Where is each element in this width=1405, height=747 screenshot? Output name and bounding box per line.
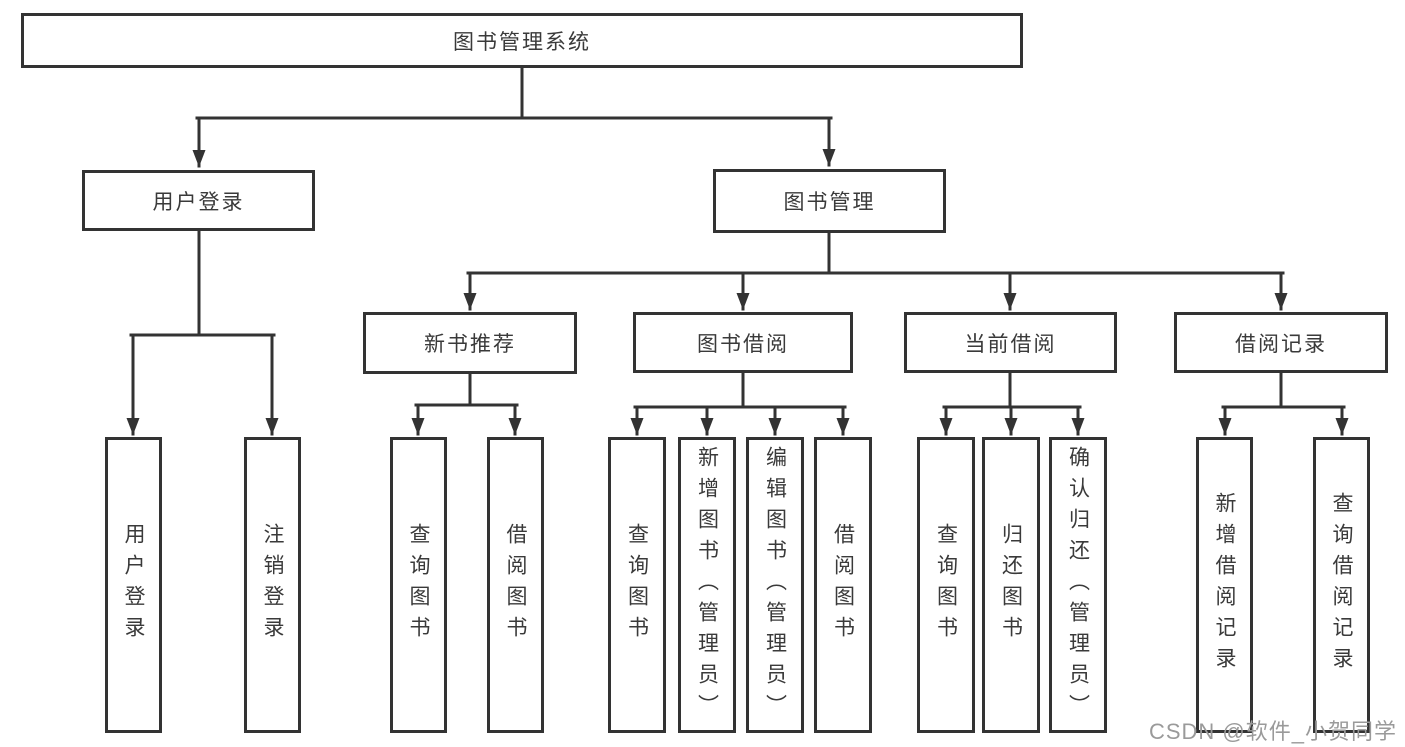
leaf-nbr-borrow-books: 借阅图书 bbox=[487, 437, 544, 733]
leaf-br-query-record: 查询借阅记录 bbox=[1313, 437, 1370, 733]
leaf-br-add-record: 新增借阅记录 bbox=[1196, 437, 1253, 733]
leaf-cb-return-books: 归还图书 bbox=[982, 437, 1040, 733]
csdn-watermark: CSDN @软件_小贺同学 bbox=[1148, 719, 1397, 744]
node-root: 图书管理系统 bbox=[21, 13, 1023, 68]
leaf-bb-edit-books-admin: 编辑图书（管理员） bbox=[746, 437, 804, 733]
leaf-cb-confirm-return-admin: 确认归还（管理员） bbox=[1049, 437, 1107, 733]
node-book-borrow: 图书借阅 bbox=[633, 312, 853, 373]
node-book-management: 图书管理 bbox=[713, 169, 946, 233]
node-borrow-records: 借阅记录 bbox=[1174, 312, 1388, 373]
leaf-bb-query-books: 查询图书 bbox=[608, 437, 666, 733]
leaf-nbr-query-books: 查询图书 bbox=[390, 437, 447, 733]
leaf-user-login: 用户登录 bbox=[105, 437, 162, 733]
node-current-borrow: 当前借阅 bbox=[904, 312, 1117, 373]
node-new-book-recommend: 新书推荐 bbox=[363, 312, 577, 374]
node-user-login: 用户登录 bbox=[82, 170, 315, 231]
leaf-bb-add-books-admin: 新增图书（管理员） bbox=[678, 437, 736, 733]
leaf-bb-borrow-books: 借阅图书 bbox=[814, 437, 872, 733]
leaf-cb-query-books: 查询图书 bbox=[917, 437, 975, 733]
leaf-logout: 注销登录 bbox=[244, 437, 301, 733]
